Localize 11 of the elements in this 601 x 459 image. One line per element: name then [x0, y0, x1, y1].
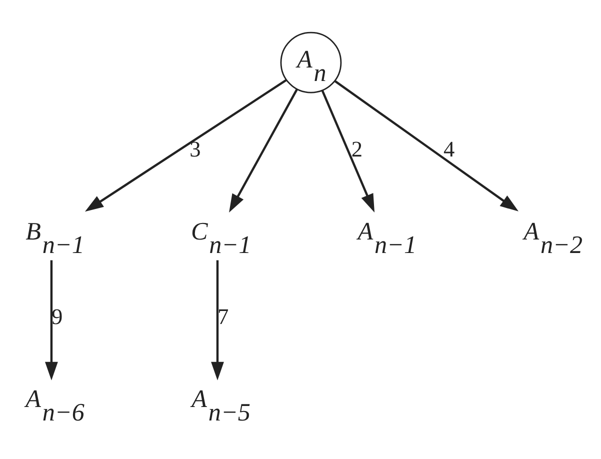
arrow: [321, 90, 375, 212]
arrow: [211, 260, 224, 380]
arrow: [334, 80, 519, 211]
edge-label: 7: [217, 303, 229, 328]
arrow: [45, 260, 58, 380]
edge-label: 3: [190, 136, 201, 161]
edge-label: 9: [51, 303, 63, 328]
arrow: [84, 78, 287, 212]
edge-label: 2: [351, 136, 363, 161]
arrow: [229, 88, 298, 212]
edge-label: 4: [444, 136, 455, 161]
